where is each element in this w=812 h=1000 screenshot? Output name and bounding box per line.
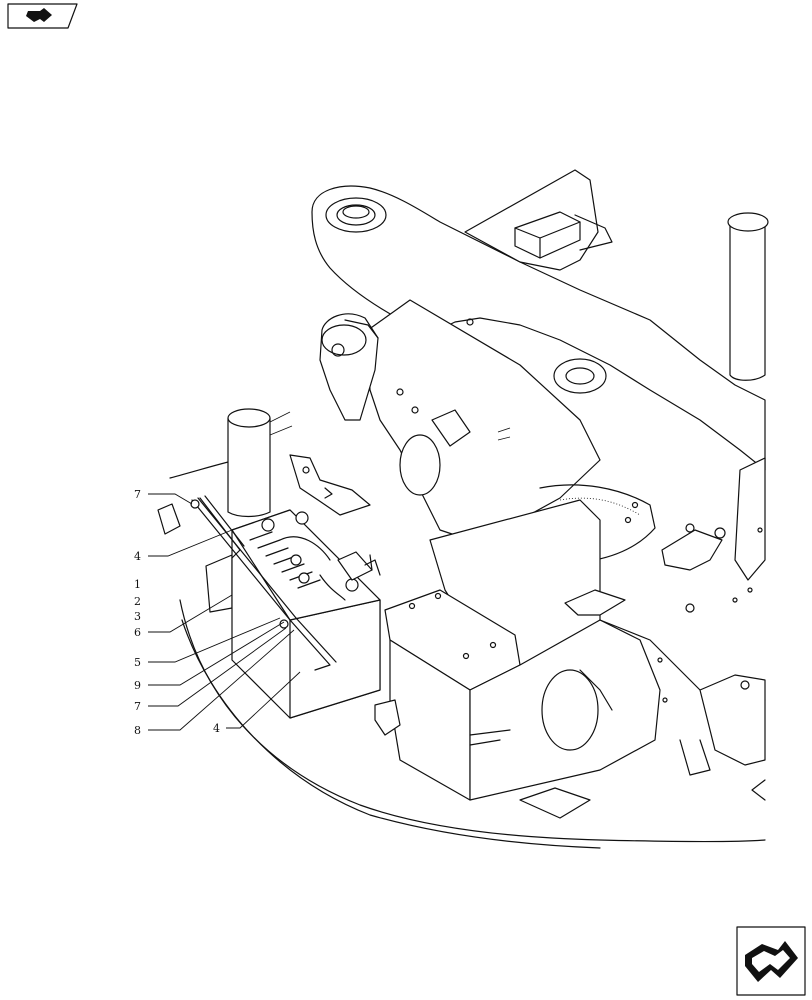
callout-4-bottom: 4 [213, 722, 220, 735]
forward-arrow-icon[interactable] [736, 926, 806, 996]
callout-labels: 7 4 1 2 3 6 5 9 7 8 4 [134, 488, 220, 737]
callout-9: 9 [134, 679, 141, 692]
callout-7-low: 7 [134, 700, 141, 713]
leader-lines [148, 493, 301, 731]
battery-assembly [157, 495, 381, 719]
callout-1: 1 [134, 578, 141, 591]
callout-6: 6 [134, 626, 141, 639]
callout-3: 3 [134, 610, 141, 623]
callout-7-top: 7 [134, 488, 141, 501]
machine-frame [169, 169, 769, 849]
next-page-arrow-icon[interactable] [7, 3, 78, 29]
callout-2: 2 [134, 595, 141, 608]
callout-4-left: 4 [134, 550, 141, 563]
callout-5: 5 [134, 656, 141, 669]
callout-8: 8 [134, 724, 141, 737]
